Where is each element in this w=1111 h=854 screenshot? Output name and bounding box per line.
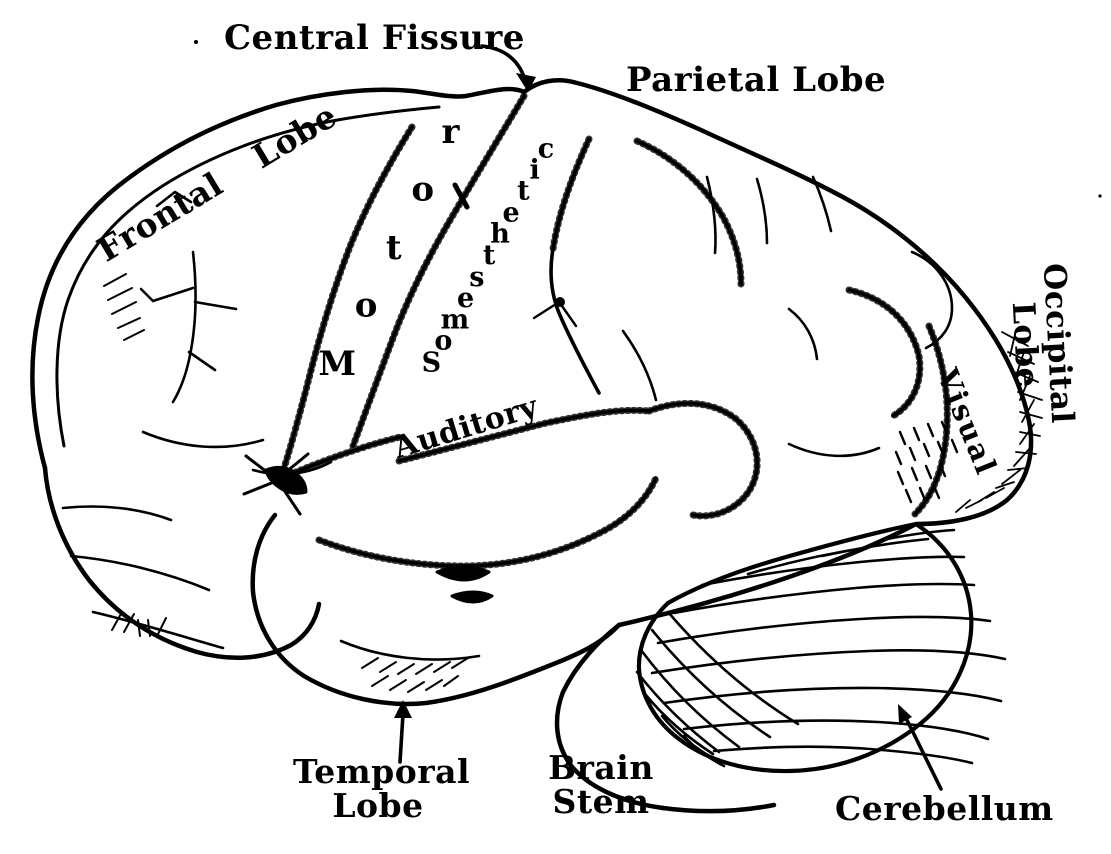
cerebellum-fan-striations [635, 610, 800, 768]
precentral-sulcus [278, 125, 414, 482]
temporal-lobe-underside [250, 512, 622, 707]
label-occipital-lobe: Occipital Lobe [1004, 262, 1080, 425]
occipital-crosshatch [955, 329, 1043, 513]
frontal-inner-contour [55, 105, 441, 448]
label-brain-stem-line1: Brain [548, 748, 654, 787]
hatch-marks [103, 273, 469, 693]
temporal-lobe-arrow [394, 700, 412, 764]
central-fissure-line [351, 94, 526, 448]
cerebellum-outline [636, 521, 974, 774]
superior-temporal-sulcus [397, 408, 651, 463]
print-specks [194, 40, 1102, 198]
sulcus-junction-blobs [242, 297, 578, 604]
label-brain-stem: Brain Stem [546, 751, 656, 819]
supramarginal-hook [647, 401, 759, 518]
minor-sulci [61, 175, 954, 661]
label-central-fissure: Central Fissure [224, 18, 525, 58]
label-temporal-lobe: Temporal Lobe [293, 752, 471, 825]
postcentral-sulcus [549, 137, 601, 395]
orbital-frontal-edge [42, 465, 322, 660]
cerebrum-outline [30, 78, 1034, 814]
arrows [394, 44, 943, 791]
postcentral-gyrus-arc [635, 139, 743, 286]
central-fissure-arrow [480, 44, 536, 92]
cerebellum-arrow [898, 704, 943, 791]
sulci [278, 94, 950, 568]
cerebellum-striations [635, 528, 1007, 768]
middle-temporal-sulcus [317, 476, 658, 568]
brain-stem-cut-edge [660, 802, 777, 814]
label-temporal-line2: Lobe [332, 786, 424, 825]
angular-gyrus-hook [847, 288, 922, 418]
label-parietal-lobe: Parietal Lobe [626, 60, 887, 100]
label-brain-stem-line2: Stem [552, 782, 650, 821]
occipital-inner-line [913, 324, 950, 516]
visual-area-stipple [894, 420, 959, 504]
label-temporal-line1: Temporal [293, 752, 471, 791]
label-cerebellum: Cerebellum [835, 789, 1054, 828]
lateral-fissure [282, 435, 402, 479]
